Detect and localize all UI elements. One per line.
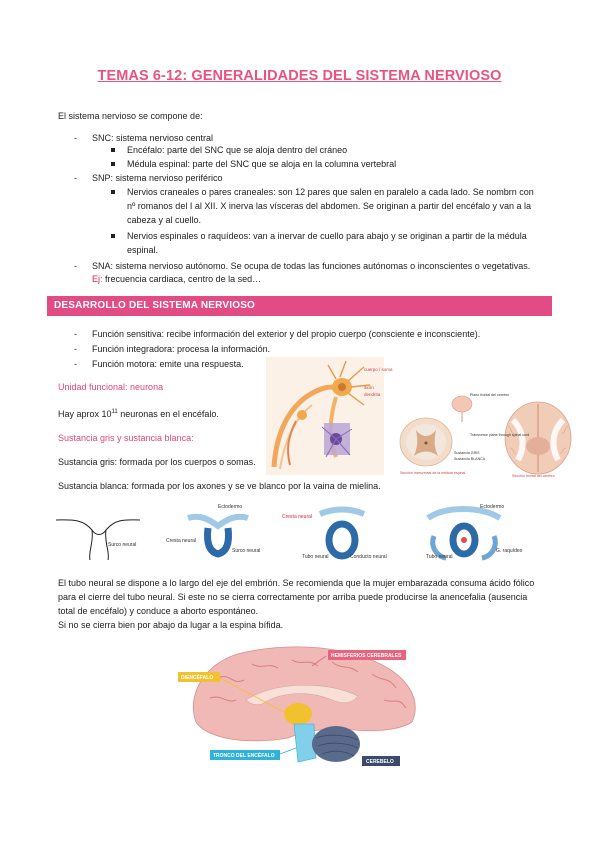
tube-label-raquideo: G. raquídeo (496, 548, 523, 554)
snc-item-medula: Médula espinal: parte del SNC que se alo… (127, 159, 397, 169)
tube-label-tubo-2: Tubo neural (426, 554, 453, 560)
tube-label-cresta-1: Cresta neural (166, 538, 196, 544)
list-dash: - (74, 344, 77, 354)
sna-example-label: Ej: (92, 274, 103, 284)
sustancia-blanca: Sustancia blanca: formada por los axones… (58, 481, 381, 491)
function-motora: Función motora: emite una respuesta. (92, 359, 244, 369)
cord-caption-medula: Sección transversal de la médula espinal (400, 471, 466, 475)
tubo-text-line-2: para el cierre del tubo neural. Si este … (58, 592, 528, 602)
list-dash: - (74, 133, 77, 143)
cord-label-blanca: Sustancia BLANCA (454, 457, 486, 461)
tubo-text-line-4: Si no se cierra bien por abajo da lugar … (58, 620, 284, 630)
cord-caption-cerebro: Sección frontal del cerebro (512, 474, 555, 478)
snp-item-espinales-2: espinal. (127, 245, 159, 255)
tubo-text-line-3: total de encéfalo) y conduce a aborto es… (58, 606, 259, 616)
snc-item-encefalo: Encéfalo: parte del SNC que se aloja den… (127, 145, 348, 155)
tube-label-tubo-1: Tubo neural (302, 554, 329, 560)
bullet-marker (111, 148, 115, 152)
tube-label-ectodermo-2: Ectodermo (480, 504, 504, 510)
unidad-text-after: neuronas en el encéfalo. (117, 409, 219, 419)
snp-item-espinales-1: Nervios espinales o raquídeos: van a ine… (127, 231, 527, 241)
function-sensitiva: Función sensitiva: recibe información de… (92, 329, 481, 339)
bullet-marker (111, 190, 115, 194)
cord-label-gris: Sustancia GRIS (454, 451, 480, 455)
unidad-text-before: Hay aprox 10 (58, 409, 112, 419)
tube-label-surco-1: Surco neural (108, 542, 136, 548)
brain-label-diencefalo: DIENCÉFALO (181, 673, 213, 681)
intro-text: El sistema nervioso se compone de: (58, 111, 203, 121)
cord-label-plano: Plano frontal del cerebro (470, 393, 509, 397)
snp-label: SNP: sistema nervioso periférico (92, 173, 223, 183)
brain-sagittal-illustration: HEMISFERIOS CEREBRALES DIENCÉFALO TRONCO… (176, 638, 438, 770)
neuron-label-axon: axón (364, 385, 374, 390)
tube-label-ectodermo-1: Ectodermo (218, 504, 242, 510)
section-header: DESARROLLO DEL SISTEMA NERVIOSO (47, 296, 552, 316)
brain-label-cerebelo: CEREBELO (366, 759, 394, 765)
brain-label-tronco: TRONCO DEL ENCÉFALO (213, 751, 275, 759)
snp-item-craneales-2: nº romanos del I al XII. X inerva las ví… (127, 201, 532, 211)
sustancia-heading: Sustancia gris y sustancia blanca: (58, 433, 194, 443)
tube-label-conducto: Conducto neural (350, 554, 387, 560)
page-title: TEMAS 6-12: GENERALIDADES DEL SISTEMA NE… (97, 68, 502, 84)
brain-label-hemisferios: HEMISFERIOS CEREBRALES (331, 653, 402, 659)
neural-tube-development-illustration: Surco neural Ectodermo Cresta neural Sur… (50, 500, 550, 570)
bullet-marker (111, 234, 115, 238)
neuron-label-soma: cuerpo / soma (364, 367, 393, 372)
sna-label: SNA: sistema nervioso autónomo. Se ocupa… (92, 261, 531, 271)
neuron-label-dendrita: dendrita (364, 392, 381, 397)
snp-item-craneales-3: cabeza y al cuello. (127, 215, 202, 225)
list-dash: - (74, 261, 77, 271)
sustancia-gris: Sustancia gris: formada por los cuerpos … (58, 457, 256, 467)
sna-example: Ej: frecuencia cardiaca, centro de la se… (92, 274, 261, 285)
list-dash: - (74, 359, 77, 369)
bullet-marker (111, 162, 115, 166)
unidad-text: Hay aprox 1011 neuronas en el encéfalo. (58, 407, 219, 420)
list-dash: - (74, 173, 77, 183)
tube-label-cresta-2: Cresta neural (282, 514, 312, 520)
section-title: DESARROLLO DEL SISTEMA NERVIOSO (54, 300, 256, 311)
spinal-cord-brain-section-illustration: Plano frontal del cerebro Transverse pla… (398, 390, 573, 478)
neuron-illustration: cuerpo / soma axón dendrita (266, 357, 393, 475)
unidad-exponent: 11 (111, 409, 118, 415)
sna-example-text: frecuencia cardiaca, centro de la sed… (102, 274, 262, 284)
snp-item-craneales-1: Nervios craneales o pares craneales: son… (127, 187, 534, 197)
list-dash: - (74, 329, 77, 339)
tubo-text-line-1: El tubo neural se dispone a lo largo del… (58, 578, 535, 588)
function-integradora: Función integradora: procesa la informac… (92, 344, 271, 354)
unidad-heading: Unidad funcional: neurona (58, 382, 164, 392)
tube-label-surco-2: Surco neural (232, 548, 260, 554)
cord-label-transverse: Transverse plane through spinal cord (470, 433, 529, 437)
snc-label: SNC: sistema nervioso central (92, 133, 214, 143)
